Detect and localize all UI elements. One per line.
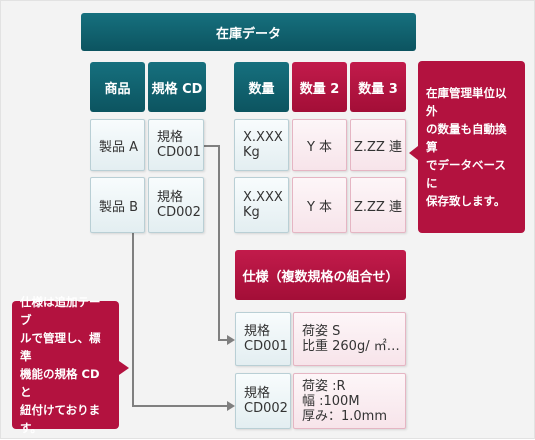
row2-qty: X.XXX Kg xyxy=(234,177,289,233)
callout-right-line2: の数量も自動換算 xyxy=(426,122,507,154)
header-qty2: 数量 2 xyxy=(292,62,347,112)
row2-spec-line1: 規格 xyxy=(157,190,184,205)
callout-right: 在庫管理単位以外 の数量も自動換算 でデータベースに 保存致します。 xyxy=(418,61,525,233)
header-product: 商品 xyxy=(90,62,145,112)
link-cd001-arrow xyxy=(227,335,235,345)
spec2-detail-line2: 幅 :100M xyxy=(302,393,360,409)
header-spec-cd: 規格 CD xyxy=(148,62,206,112)
spec1-code: 規格 CD001 xyxy=(235,312,291,366)
spec2-detail-line1: 荷姿 :R xyxy=(302,378,346,394)
header-qty3: 数量 3 xyxy=(350,62,406,112)
title-text: 在庫データ xyxy=(215,26,281,42)
row2-qty3: Z.ZZ 連 xyxy=(350,177,406,233)
spec2-detail: 荷姿 :R 幅 :100M 厚み：1.0mm xyxy=(293,373,406,429)
row1-product-text: 製品 A xyxy=(99,139,139,155)
spec1-code-line1: 規格 xyxy=(244,324,271,339)
row2-qty3-text: Z.ZZ 連 xyxy=(354,199,402,215)
callout-right-line4: 保存致します。 xyxy=(426,194,506,208)
row2-spec-cd: 規格 CD002 xyxy=(148,177,204,233)
row2-spec-line2: CD002 xyxy=(157,205,201,220)
callout-right-pointer xyxy=(409,146,418,160)
header-product-label: 商品 xyxy=(104,81,131,97)
header-qty2-label: 数量 2 xyxy=(299,81,340,97)
header-spec-cd-label: 規格 CD xyxy=(151,81,203,97)
spec1-detail-line2: 比重 260g/ ㎡… xyxy=(302,339,400,354)
row1-spec-cd: 規格 CD001 xyxy=(148,119,204,171)
spec1-detail-line1: 荷姿 S xyxy=(302,324,341,339)
row2-qty-line1: X.XXX xyxy=(243,190,283,205)
callout-left: 仕様は追加テーブ ルで管理し、標準 機能の規格 CD と 紐付けております。 xyxy=(12,295,119,435)
header-qty-label: 数量 xyxy=(248,81,275,97)
title-bar: 在庫データ xyxy=(81,13,416,51)
row1-qty2: Y 本 xyxy=(292,119,347,171)
row2-product: 製品 B xyxy=(90,177,145,233)
callout-right-line1: 在庫管理単位以外 xyxy=(426,86,507,118)
callout-left-line1: 仕様は追加テーブ xyxy=(20,295,101,327)
link-cd002-arrow xyxy=(227,401,235,411)
row2-qty2: Y 本 xyxy=(292,177,347,233)
link-cd001 xyxy=(204,145,227,341)
row2-product-text: 製品 B xyxy=(99,199,139,215)
link-cd002 xyxy=(132,233,227,407)
spec-title-bar: 仕様（複数規格の組合せ） xyxy=(235,250,406,300)
header-qty3-label: 数量 3 xyxy=(358,81,398,97)
header-qty: 数量 xyxy=(234,62,289,112)
row1-spec-line1: 規格 xyxy=(157,130,184,145)
callout-left-line2: ルで管理し、標準 xyxy=(20,331,101,363)
row1-qty2-text: Y 本 xyxy=(306,139,333,155)
row1-qty3-text: Z.ZZ 連 xyxy=(354,139,402,155)
spec2-detail-line3: 厚み：1.0mm xyxy=(302,408,388,424)
callout-left-line4: 紐付けております。 xyxy=(20,403,101,435)
callout-left-pointer xyxy=(119,361,129,375)
row2-qty-line2: Kg xyxy=(243,205,260,220)
row1-product: 製品 A xyxy=(90,119,145,171)
row1-spec-line2: CD001 xyxy=(157,145,201,160)
row1-qty-line1: X.XXX xyxy=(243,130,283,145)
callout-left-line3: 機能の規格 CD と xyxy=(20,367,100,399)
row1-qty3: Z.ZZ 連 xyxy=(350,119,406,171)
spec1-detail: 荷姿 S 比重 260g/ ㎡… xyxy=(293,312,406,366)
spec-title-text: 仕様（複数規格の組合せ） xyxy=(242,269,399,285)
spec2-code: 規格 CD002 xyxy=(235,373,291,429)
row1-qty: X.XXX Kg xyxy=(234,119,289,171)
row2-qty2-text: Y 本 xyxy=(306,199,333,215)
callout-right-line3: でデータベースに xyxy=(426,158,506,190)
row1-qty-line2: Kg xyxy=(243,145,260,160)
spec2-code-line1: 規格 xyxy=(244,386,271,401)
spec1-code-line2: CD001 xyxy=(244,339,288,354)
spec2-code-line2: CD002 xyxy=(244,401,288,416)
